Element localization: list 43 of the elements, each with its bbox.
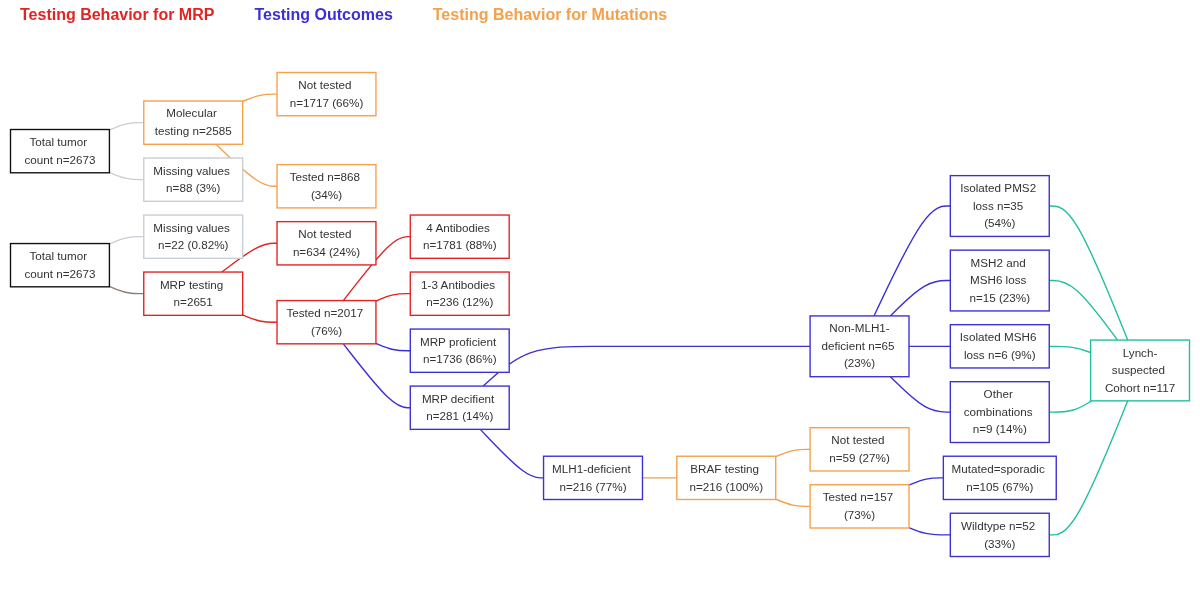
section-heading: Testing Behavior for Mutations [432,6,668,25]
node-box: BRAF testing n=216 (100%) [676,456,777,501]
node-box: Other combinations n=9 (14%) [949,381,1050,444]
node-box: Tested n=2017 (76%) [276,300,377,345]
connector [908,527,951,537]
node-box: MLH1-deficient n=216 (77%) [542,456,644,501]
node-box: 4 Antibodies n=1781 (88%) [409,214,510,260]
section-heading: Testing Behavior for MRP [20,6,215,25]
connector [775,449,811,458]
node-box: MSH2 and MSH6 loss n=15 (23%) [949,249,1050,313]
node-box: MRP decifient n=281 (14%) [409,385,510,431]
connector [242,314,278,324]
node-box: Missing values n=22 (0.82%) [143,214,244,260]
node-box: Molecular testing n=2585 [143,100,244,146]
node-box: Wildtype n=52 (33%) [949,513,1050,558]
node-box: Not tested n=59 (27%) [809,427,910,473]
node-box: Non-MLH1-deficient n=65 (23%) [809,315,910,378]
section-heading: Testing Outcomes [254,6,393,25]
node-box: Missing values n=88 (3%) [143,157,244,203]
connector [889,376,951,414]
connector [889,280,951,318]
node-box: MRP proficient n=1736 (86%) [409,328,510,374]
node-box: Total tumor count n=2673 [9,129,111,174]
node-box: Tested n=157 (73%) [809,484,910,530]
node-box: Not tested n=634 (24%) [276,221,377,267]
node-box: Not tested n=1717 (66%) [276,72,377,117]
connector [375,343,411,352]
node-box: Isolated MSH6 loss n=6 (9%) [949,324,1050,370]
connector [482,346,811,388]
node-box: 1-3 Antibodies n=236 (12%) [409,271,510,317]
connector [221,243,278,274]
connector [775,498,811,508]
connector [873,205,951,318]
node-box: MRP testing n=2651 [143,271,244,317]
node-box: Total tumor count n=2673 [9,243,111,288]
connector [342,236,411,302]
node-box: Tested n=868 (34%) [276,164,377,210]
node-box: Mutated=sporadic n=105 (67%) [942,456,1057,501]
node-box: Isolated PMS2 loss n=35 (54%) [949,175,1050,238]
node-box: Lynch-suspected Cohort n=117 [1089,339,1191,402]
connector [375,293,411,303]
connector [342,343,411,409]
connector [242,93,278,103]
